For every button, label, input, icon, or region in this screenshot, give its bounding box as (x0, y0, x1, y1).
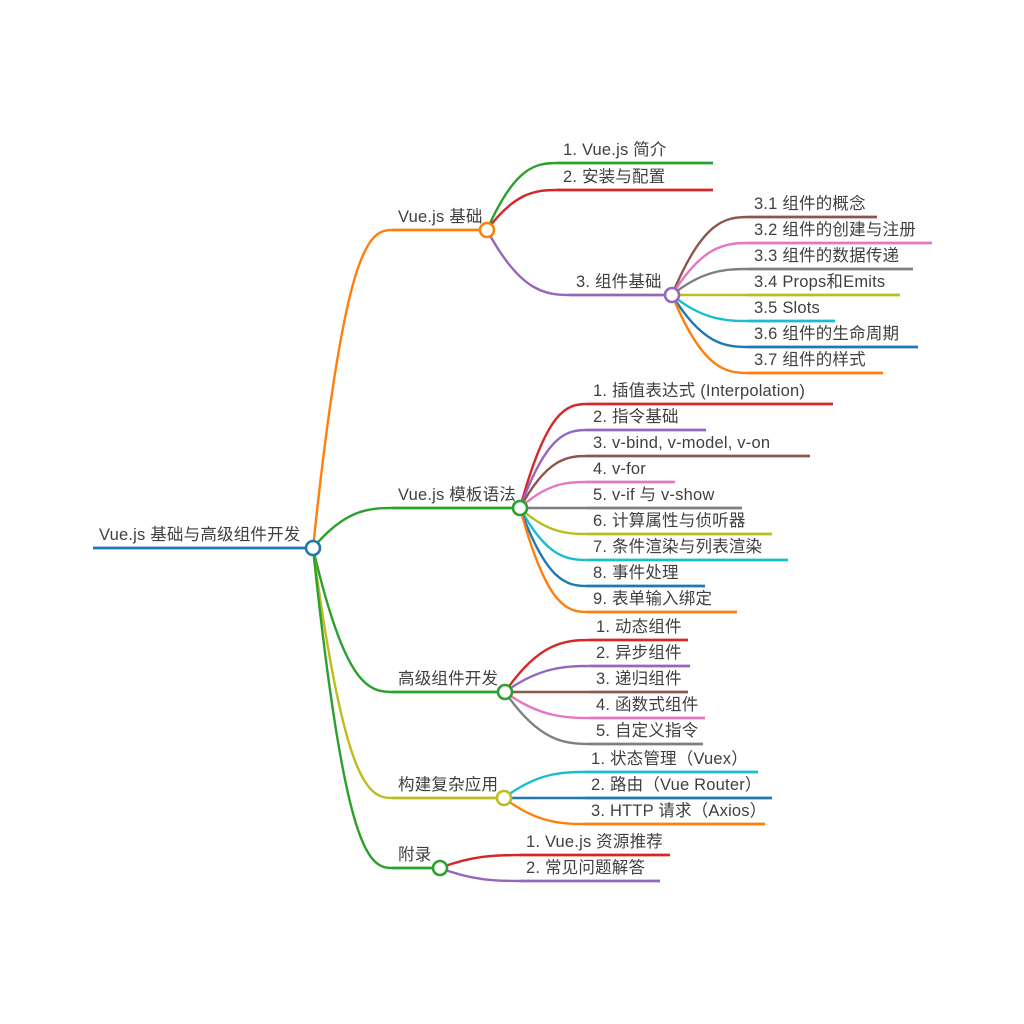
node-t6[interactable]: 6. 计算属性与侦听器 (593, 512, 746, 530)
node-b1[interactable]: Vue.js 基础 (398, 208, 483, 226)
link-root-to-b4 (311, 546, 394, 800)
link-b1c3-to-g5 (670, 293, 750, 323)
toggle-circle-b3[interactable] (496, 683, 514, 701)
node-g4[interactable]: 3.4 Props和Emits (754, 273, 886, 291)
link-b1c3-to-g3 (670, 267, 750, 297)
node-a4[interactable]: 4. 函数式组件 (596, 696, 699, 714)
link-b4-to-c3 (502, 796, 587, 826)
toggle-circle-root[interactable] (304, 539, 322, 557)
node-d1[interactable]: 1. Vue.js 资源推荐 (526, 833, 663, 851)
link-b2-to-t7 (518, 506, 589, 562)
node-g2[interactable]: 3.2 组件的创建与注册 (754, 221, 916, 239)
underlines-layer (93, 161, 932, 883)
node-b4[interactable]: 构建复杂应用 (398, 776, 499, 794)
node-b2[interactable]: Vue.js 模板语法 (398, 486, 517, 504)
link-b1c3-to-g7 (670, 293, 750, 375)
link-b2-to-t4 (518, 480, 589, 510)
link-b1c3-to-g1 (670, 215, 750, 297)
node-t4[interactable]: 4. v-for (593, 460, 646, 478)
node-a1[interactable]: 1. 动态组件 (596, 618, 682, 636)
toggle-circle-b1c3[interactable] (663, 286, 681, 304)
node-a5[interactable]: 5. 自定义指令 (596, 722, 699, 740)
link-root-to-b2 (311, 506, 394, 550)
link-b1-to-b1c2 (485, 188, 559, 232)
toggle-circle-b5[interactable] (431, 859, 449, 877)
node-c1[interactable]: 1. 状态管理（Vuex） (591, 750, 748, 768)
link-root-to-b1 (311, 228, 394, 550)
link-root-to-b5 (311, 546, 394, 870)
node-t2[interactable]: 2. 指令基础 (593, 408, 679, 426)
link-b5-to-d1 (438, 853, 522, 870)
node-t7[interactable]: 7. 条件渲染与列表渲染 (593, 538, 763, 556)
links-layer (311, 161, 750, 883)
node-t9[interactable]: 9. 表单输入绑定 (593, 590, 713, 608)
link-b2-to-t9 (518, 506, 589, 614)
node-g7[interactable]: 3.7 组件的样式 (754, 351, 866, 369)
node-t3[interactable]: 3. v-bind, v-model, v-on (593, 434, 771, 452)
circles-layer (304, 221, 681, 877)
node-b1c1[interactable]: 1. Vue.js 简介 (563, 141, 667, 159)
node-b3[interactable]: 高级组件开发 (398, 670, 499, 688)
link-b4-to-c1 (502, 770, 587, 800)
link-b2-to-t6 (518, 506, 589, 536)
node-a3[interactable]: 3. 递归组件 (596, 670, 682, 688)
node-b5[interactable]: 附录 (398, 846, 432, 864)
node-root[interactable]: Vue.js 基础与高级组件开发 (99, 526, 301, 544)
link-b2-to-t2 (518, 428, 589, 510)
node-d2[interactable]: 2. 常见问题解答 (526, 859, 646, 877)
link-b2-to-t8 (518, 506, 589, 588)
node-t5[interactable]: 5. v-if 与 v-show (593, 486, 715, 504)
link-b5-to-d2 (438, 866, 522, 883)
link-b2-to-t1 (518, 402, 589, 510)
node-b1c2[interactable]: 2. 安装与配置 (563, 168, 666, 186)
node-g6[interactable]: 3.6 组件的生命周期 (754, 325, 900, 343)
node-t8[interactable]: 8. 事件处理 (593, 564, 679, 582)
node-g1[interactable]: 3.1 组件的概念 (754, 195, 866, 213)
node-a2[interactable]: 2. 异步组件 (596, 644, 682, 662)
link-b1c3-to-g6 (670, 293, 750, 349)
link-b3-to-a4 (503, 690, 592, 720)
node-t1[interactable]: 1. 插值表达式 (Interpolation) (593, 382, 806, 400)
link-b2-to-t3 (518, 454, 589, 510)
link-b1-to-b1c3 (485, 228, 572, 297)
node-g3[interactable]: 3.3 组件的数据传递 (754, 247, 900, 265)
toggle-circle-b4[interactable] (495, 789, 513, 807)
link-b3-to-a1 (503, 638, 592, 694)
toggle-circle-b1[interactable] (478, 221, 496, 239)
link-b1c3-to-g2 (670, 241, 750, 297)
node-b1c3[interactable]: 3. 组件基础 (576, 273, 662, 291)
node-g5[interactable]: 3.5 Slots (754, 299, 821, 317)
toggle-circle-b2[interactable] (511, 499, 529, 517)
node-c3[interactable]: 3. HTTP 请求（Axios） (591, 802, 767, 820)
node-c2[interactable]: 2. 路由（Vue Router） (591, 776, 762, 794)
link-root-to-b3 (311, 546, 394, 694)
link-b3-to-a5 (503, 690, 592, 746)
link-b1-to-b1c1 (485, 161, 559, 232)
link-b3-to-a2 (503, 664, 592, 694)
